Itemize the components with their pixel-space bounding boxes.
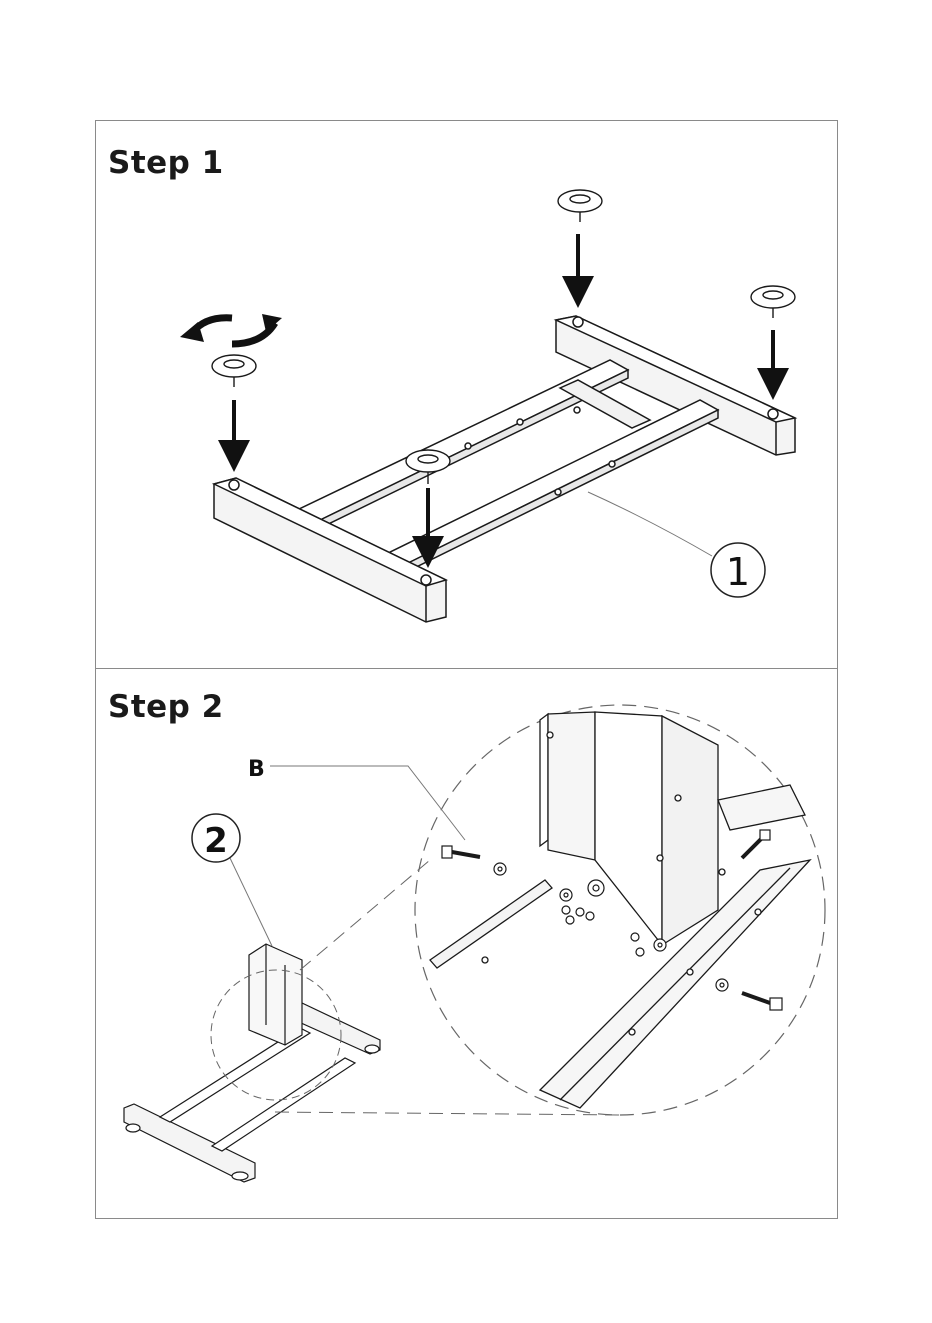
callout-b-label: B <box>248 757 265 782</box>
callout-2-label: 2 <box>204 821 228 861</box>
detail-projection-line <box>300 860 430 970</box>
detail-projection-line <box>275 1112 620 1115</box>
base-frame-step1 <box>214 316 795 622</box>
callout-b-leader <box>270 766 465 840</box>
frame-with-upright-step2 <box>124 944 380 1182</box>
callout-2-leader <box>230 858 272 946</box>
callout-1-label: 1 <box>726 550 750 594</box>
upright-bracket-detail <box>430 712 810 1108</box>
rotate-icon <box>180 314 282 344</box>
leveling-foot-icon <box>212 190 795 484</box>
callout-1-leader <box>588 492 712 556</box>
